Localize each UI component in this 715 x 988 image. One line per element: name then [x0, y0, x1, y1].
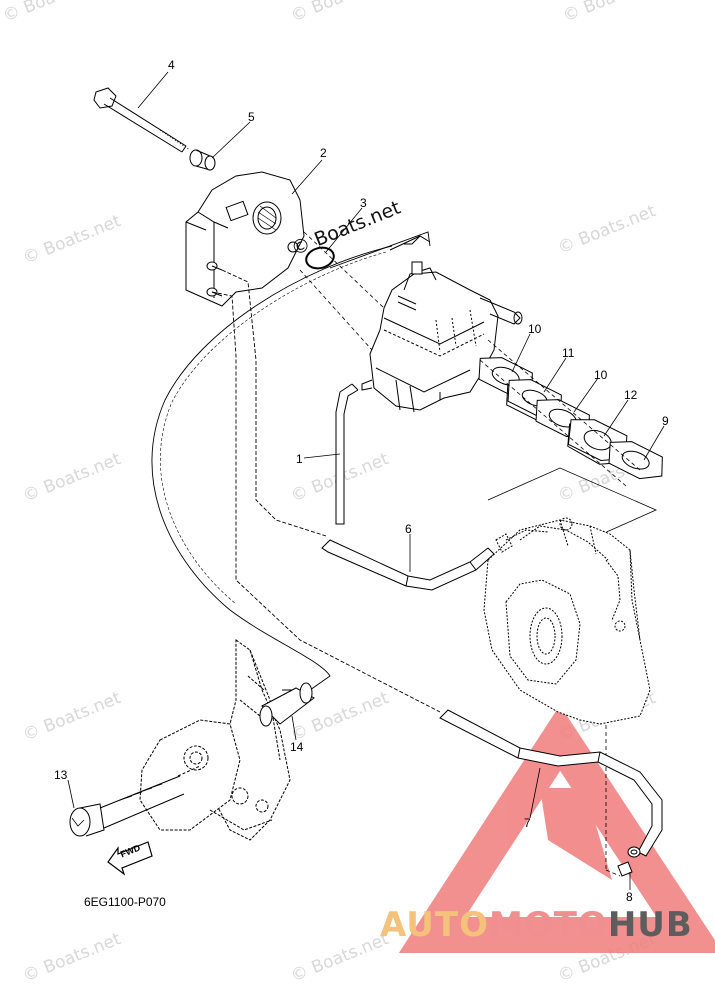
brand-part-auto: AUTO: [380, 905, 489, 945]
callout-8: 8: [626, 890, 633, 904]
callout-5: 5: [248, 110, 255, 124]
callout-6: 6: [405, 522, 412, 536]
vent-hose-curve-inner: [160, 251, 387, 605]
callout-3: 3: [360, 196, 367, 210]
vent-hose-6: [321, 539, 495, 591]
callout-2: 2: [320, 146, 327, 160]
callout-9: 9: [662, 414, 669, 428]
vent-hose-curve: [151, 245, 393, 691]
carburetor-part: [361, 235, 523, 413]
callout-10-b: 10: [594, 368, 608, 382]
brand-part-moto: MOTO: [488, 905, 608, 945]
o-ring-part: [305, 246, 335, 270]
gasket-stack: [478, 357, 663, 480]
cable-line: [329, 231, 431, 269]
collar-part: [189, 149, 216, 171]
callout-1: 1: [296, 452, 303, 466]
callout-14: 14: [290, 740, 304, 754]
fwd-arrow-icon: [107, 841, 153, 876]
clamp-part: [617, 846, 641, 877]
bolt-part: [93, 87, 191, 153]
lower-bracket: [139, 639, 291, 841]
callout-10-a: 10: [528, 322, 542, 336]
frame-outline: [487, 467, 657, 543]
alignment-lines: [299, 231, 641, 877]
callout-7: 7: [524, 816, 531, 830]
grommet-part: [259, 682, 315, 727]
brand-part-hub: HUB: [607, 905, 693, 945]
leader-lines: [67, 71, 665, 890]
automotohub-brand: AUTOMOTOHUB: [380, 905, 693, 945]
callout-4: 4: [168, 58, 175, 72]
callout-13: 13: [54, 768, 68, 782]
vent-hose-1: [335, 383, 359, 525]
diagram-code: 6EG1100-P070: [84, 895, 166, 909]
hose-route: [211, 269, 441, 713]
engine-block: [483, 517, 651, 725]
silencer-housing: [185, 171, 305, 307]
callout-11: 11: [562, 346, 575, 360]
callout-12: 12: [624, 388, 638, 402]
fuel-hose-7: [439, 709, 663, 857]
choke-knob: [69, 765, 201, 837]
